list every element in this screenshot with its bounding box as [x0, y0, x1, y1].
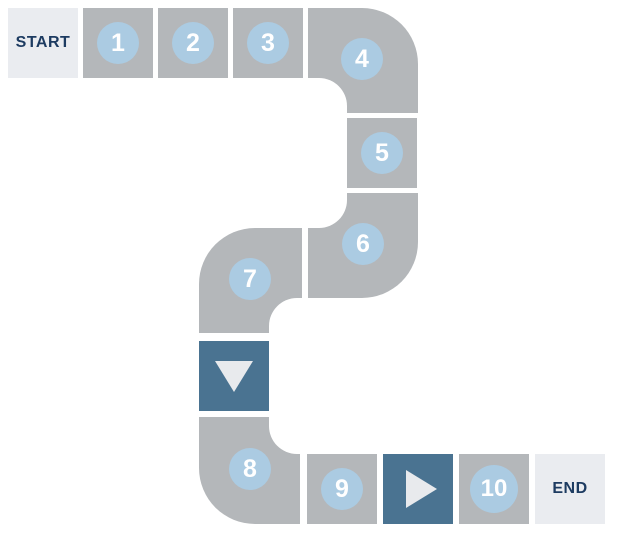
corner-cutout — [308, 78, 347, 113]
step-tile-9: 9 — [307, 454, 377, 524]
step-number-5: 5 — [361, 132, 403, 174]
step-number-1: 1 — [97, 22, 139, 64]
start-tile: START — [8, 8, 78, 78]
down-arrow-button[interactable] — [199, 341, 269, 411]
step-number-10: 10 — [470, 465, 518, 513]
step-number-7: 7 — [229, 258, 271, 300]
step-tile-2: 2 — [158, 8, 228, 78]
step-tile-6-corner: 6 — [308, 193, 418, 298]
step-tile-8-corner: 8 — [199, 417, 300, 524]
corner-cutout — [269, 417, 300, 454]
step-number-2: 2 — [172, 22, 214, 64]
step-tile-5: 5 — [347, 118, 417, 188]
end-tile: END — [535, 454, 605, 524]
step-tile-10: 10 — [459, 454, 529, 524]
end-label: END — [552, 480, 588, 497]
corner-cutout — [269, 298, 302, 333]
step-tile-7-corner: 7 — [199, 228, 302, 333]
step-number-6: 6 — [342, 223, 384, 265]
step-number-8: 8 — [229, 448, 271, 490]
step-number-4: 4 — [341, 38, 383, 80]
start-label: START — [15, 34, 71, 51]
step-tile-1: 1 — [83, 8, 153, 78]
right-triangle-icon — [405, 470, 437, 508]
step-tile-4-corner: 4 — [308, 8, 418, 113]
corner-cutout — [308, 193, 347, 228]
down-triangle-icon — [215, 360, 253, 392]
play-button[interactable] — [383, 454, 453, 524]
step-tile-3: 3 — [233, 8, 303, 78]
step-number-9: 9 — [321, 468, 363, 510]
step-number-3: 3 — [247, 22, 289, 64]
